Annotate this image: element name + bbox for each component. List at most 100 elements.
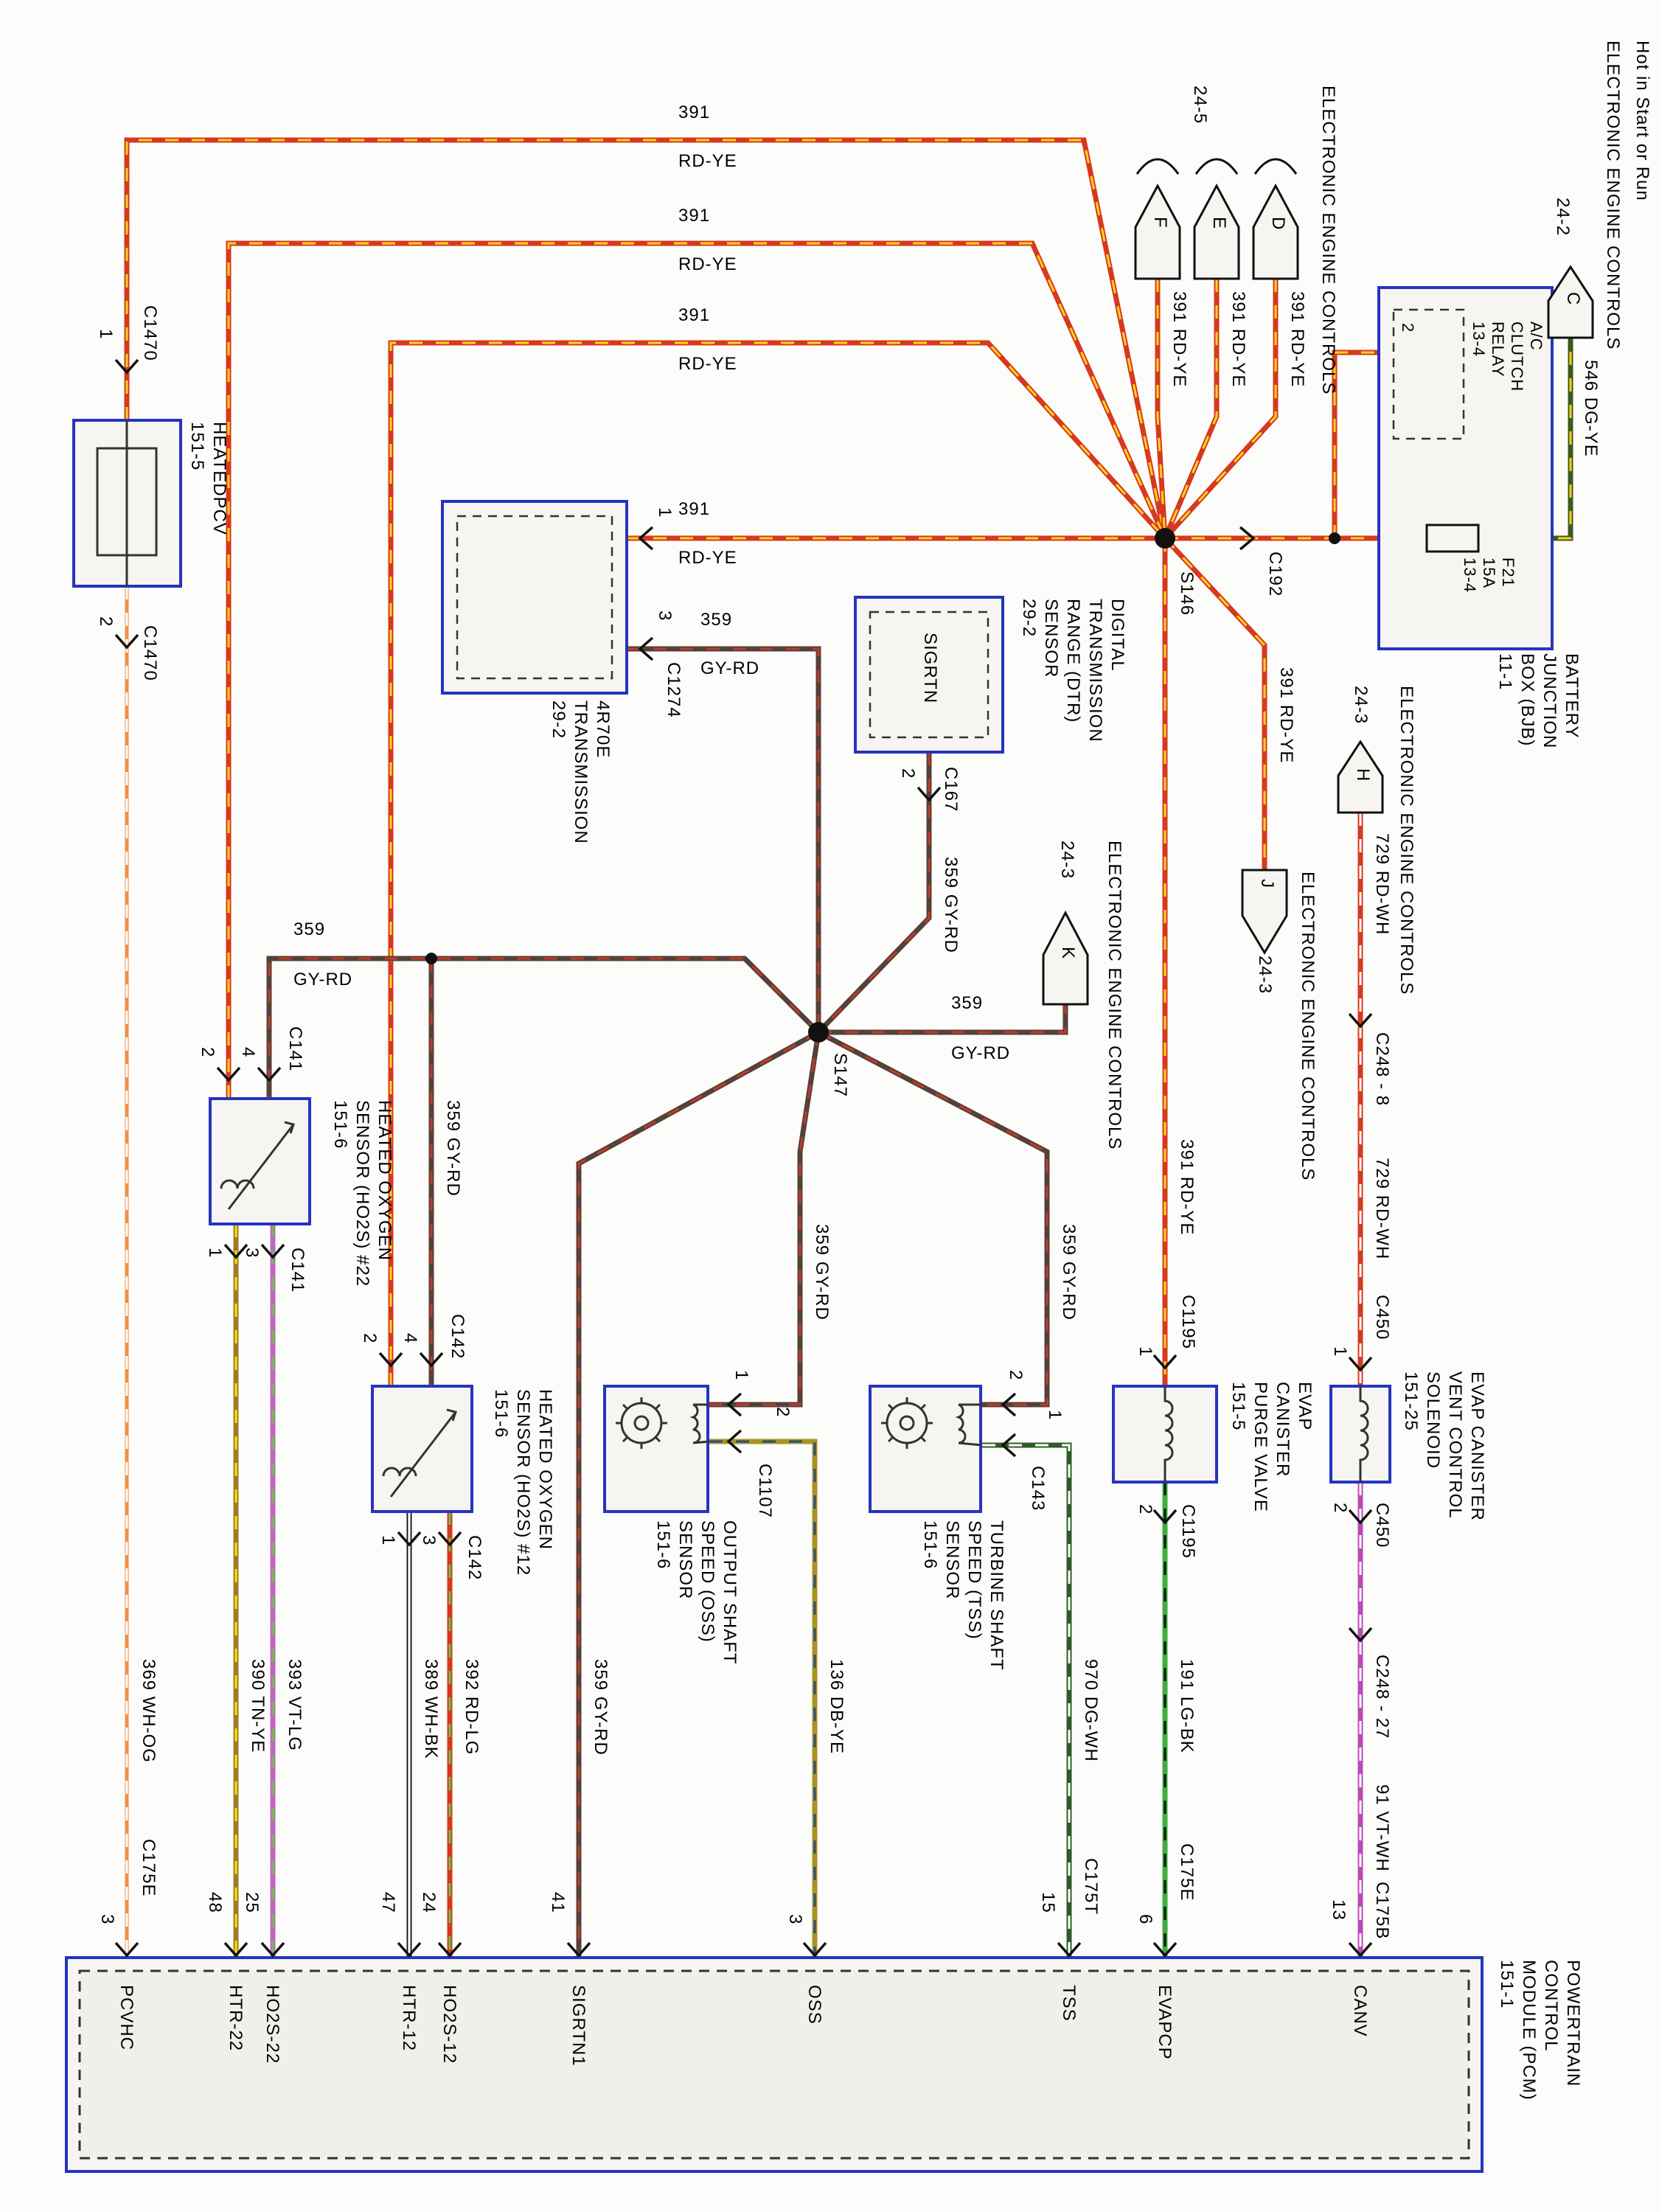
connector-c175e-pcv-label: C175E (139, 1839, 159, 1897)
gear-icon (616, 1397, 667, 1449)
wire-label-391-run2-num: 391 (678, 206, 711, 226)
wire-label-359-k-num: 359 (951, 993, 984, 1013)
connector-f-letter: F (1150, 217, 1170, 229)
pcm-pin-num-ho2s22: 25 (242, 1892, 262, 1913)
transmission-label: 4R70E TRANSMISSION 29-2 (549, 700, 613, 844)
gear-icon (881, 1397, 933, 1449)
sensor-arrow-icon (389, 1408, 457, 1498)
bjb-label: BATTERY JUNCTION BOX (BJB) 11-1 (1495, 653, 1582, 749)
fuse-f21-icon (1425, 524, 1480, 553)
page-ref-24-3-h: 24-3 (1351, 686, 1371, 725)
page-ref-24-3-k: 24-3 (1057, 841, 1077, 880)
junction-dot (425, 953, 437, 964)
pcm-pin-label-ho2s22: HO2S-22 (262, 1985, 282, 2065)
wire-label-359-trans-col: GY-RD (700, 658, 760, 678)
tss-pin-1: 1 (1045, 1410, 1065, 1421)
pcm-label: POWERTRAIN CONTROL MODULE (PCM) 151-1 (1497, 1960, 1583, 2101)
wire-391-rd-ye (124, 137, 1427, 1386)
eec-label-k: ELECTRONIC ENGINE CONTROLS (1105, 841, 1124, 1150)
connector-c141-bottom-label: C141 (288, 1248, 307, 1293)
connector-c (1547, 265, 1594, 339)
oss-pin-2: 2 (773, 1407, 793, 1418)
coil-icon (955, 1403, 983, 1447)
connector-c175e-evap-label: C175E (1177, 1843, 1197, 1902)
connector-c167-label: C167 (941, 767, 961, 813)
connector-c1195-bottom-label: C1195 (1178, 1504, 1198, 1559)
pcm-pin-label-pcvhc: PCVHC (116, 1985, 136, 2051)
connector-c175b-label: C175B (1372, 1882, 1392, 1940)
wire-label-391-run3-col: RD-YE (678, 354, 737, 374)
connector-c142-bottom-label: C142 (465, 1535, 484, 1581)
connector-e-letter: E (1209, 217, 1229, 230)
dtr-sensor-box (854, 596, 1004, 754)
connector-c142-top-label: C142 (448, 1314, 467, 1360)
pcv-pin-1: 1 (96, 329, 116, 340)
connector-c192-label: C192 (1265, 552, 1285, 597)
trans-pin-3: 3 (655, 611, 675, 622)
wire-label-391-run2-col: RD-YE (678, 254, 737, 274)
ac-clutch-relay-box (1392, 308, 1465, 440)
wire-label-970: 970 DG-WH (1081, 1659, 1101, 1762)
harness-arcs (1135, 158, 1298, 175)
wire-label-389: 389 WH-BK (421, 1659, 441, 1759)
ho2s22-pin-3: 3 (242, 1248, 262, 1259)
oss-pin-1: 1 (731, 1370, 751, 1381)
pcm-pin-num-canv: 13 (1329, 1899, 1349, 1921)
battery-junction-box (1377, 286, 1554, 650)
pcm-pin-label-ho2s12: HO2S-12 (439, 1985, 459, 2065)
vent-pin-2: 2 (1330, 1503, 1350, 1514)
wire-label-391-run1-num: 391 (678, 102, 711, 122)
ho2s22-pin-1: 1 (205, 1248, 225, 1259)
pcm-pin-label-canv: CANV (1350, 1985, 1370, 2037)
pcm-pin-label-htr22: HTR-22 (226, 1985, 246, 2052)
wire-label-136: 136 DB-YE (827, 1659, 846, 1755)
pcm-pin-label-oss: OSS (804, 1985, 824, 2025)
wire-136-db-ye (709, 1439, 818, 1967)
purge-pin-1: 1 (1135, 1346, 1155, 1357)
pcm-pin-num-htr22: 48 (205, 1892, 225, 1913)
oss-sensor-label: OUTPUT SHAFT SPEED (OSS) SENSOR 151-6 (653, 1520, 740, 1665)
connector-c1470-top-label: C1470 (140, 305, 160, 361)
dtr-sensor-label: DIGITAL TRANSMISSION RANGE (DTR) SENSOR … (1019, 599, 1127, 742)
oss-sensor-box (603, 1385, 709, 1513)
purge-valve-label: EVAP CANISTER PURGE VALVE 151-5 (1228, 1382, 1315, 1512)
connector-c1195-top-label: C1195 (1178, 1295, 1198, 1349)
wire-label-391-run1-col: RD-YE (678, 151, 737, 171)
eec-label-j: ELECTRONIC ENGINE CONTROLS (1298, 872, 1318, 1181)
page-ref-24-2: 24-2 (1553, 198, 1573, 237)
ho2s22-pin-4: 4 (238, 1047, 258, 1058)
trans-pin-1: 1 (655, 507, 675, 518)
connector-d (1252, 183, 1299, 280)
connector-c141-top-label: C141 (285, 1026, 305, 1072)
connector-c1107-label: C1107 (755, 1464, 775, 1518)
sensor-arrow-icon (227, 1121, 295, 1210)
wire-label-359-sigrtn: 359 GY-RD (591, 1659, 611, 1756)
connector-k-letter: K (1058, 947, 1078, 960)
vent-solenoid-label: EVAP CANISTER VENT CONTROL SOLENOID 151-… (1401, 1371, 1487, 1521)
connector-f (1134, 183, 1181, 280)
wire-label-369: 369 WH-OG (139, 1659, 159, 1764)
ho2s12-pin-2: 2 (360, 1333, 380, 1344)
pcm-pin-label-evapcp: EVAPCP (1155, 1985, 1175, 2060)
junction-dot (1329, 532, 1340, 544)
solenoid-coil-icon (1359, 1386, 1369, 1482)
connector-c-letter: C (1563, 292, 1583, 306)
hot-in-start-or-run-label: Hot in Start or Run (1632, 41, 1652, 201)
wire-label-359-tss: 359 GY-RD (1059, 1224, 1079, 1321)
purge-pin-2: 2 (1135, 1504, 1155, 1515)
heatedpcv-label: HEATEDPCV 151-5 (187, 422, 229, 535)
pcm-pin-num-oss: 3 (785, 1914, 805, 1925)
connector-c450-top-label: C450 (1372, 1295, 1392, 1340)
pcv-pin-2: 2 (96, 616, 116, 627)
ho2s12-pin-1: 1 (378, 1535, 398, 1546)
vent-pin-1: 1 (1330, 1346, 1350, 1357)
pcm-pin-label-tss: TSS (1059, 1985, 1079, 2022)
wire-label-546-dg-ye: 546 DG-YE (1581, 360, 1601, 457)
transmission-box (441, 500, 628, 695)
pcm-inner-box (78, 1969, 1470, 2160)
dtr-pin-2: 2 (898, 768, 918, 779)
pcm-pin-num-pcvhc: 3 (97, 1914, 117, 1925)
pcm-pin-num-sigrtn1: 41 (548, 1892, 568, 1913)
tss-sensor-label: TURBINE SHAFT SPEED (TSS) SENSOR 151-6 (920, 1520, 1006, 1671)
wire-359-gy-rd (266, 646, 1068, 1967)
